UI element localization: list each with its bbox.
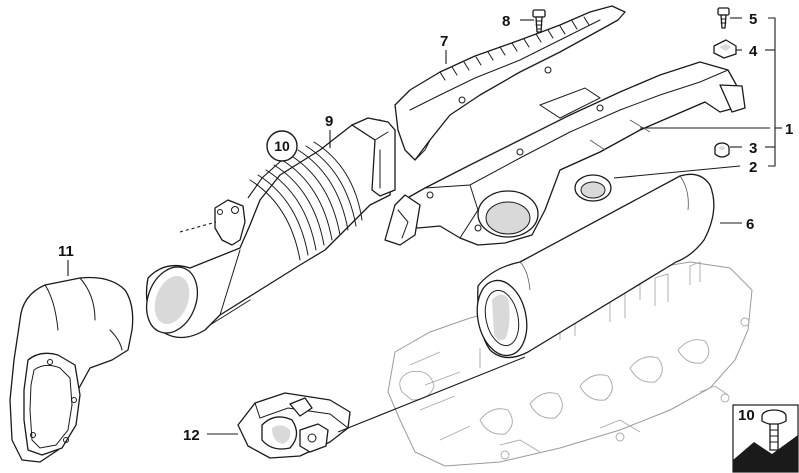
part-1-intake-silencer bbox=[384, 61, 746, 246]
part-3-rubber-bushing bbox=[714, 142, 730, 158]
callout-12: 12 bbox=[183, 427, 200, 444]
part-6-filter-cartridge bbox=[476, 173, 715, 359]
callout-10-circle bbox=[266, 130, 298, 162]
callout-1: 1 bbox=[785, 121, 793, 138]
callout-11: 11 bbox=[58, 243, 74, 260]
part-2-seal-ring bbox=[574, 174, 612, 202]
callout-2: 2 bbox=[749, 159, 757, 176]
part-5-screw bbox=[717, 7, 730, 29]
part-4-clip-nut bbox=[713, 39, 737, 59]
callout-labels: 8 7 9 10 11 12 6 5 4 1 3 2 10 bbox=[58, 11, 793, 444]
part-7-ribbed-strap bbox=[394, 5, 626, 161]
callout-9: 9 bbox=[325, 113, 333, 130]
callout-7: 7 bbox=[440, 33, 448, 50]
callout-8: 8 bbox=[502, 13, 510, 30]
callout-10-inset: 10 bbox=[738, 407, 755, 424]
callout-4: 4 bbox=[749, 43, 758, 60]
callout-5: 5 bbox=[749, 11, 757, 28]
leader-lines bbox=[67, 17, 782, 435]
callout-6: 6 bbox=[746, 216, 754, 233]
callout-10-circled: 10 bbox=[274, 138, 290, 154]
part-9-intake-hose bbox=[145, 117, 396, 339]
part-8-screw bbox=[532, 9, 546, 33]
inset-box-10 bbox=[732, 404, 799, 473]
part-10-bracket bbox=[179, 199, 246, 246]
part-11-intake-duct bbox=[9, 276, 134, 463]
part-12-mounting-bracket bbox=[237, 392, 351, 459]
callout-3: 3 bbox=[749, 140, 757, 157]
